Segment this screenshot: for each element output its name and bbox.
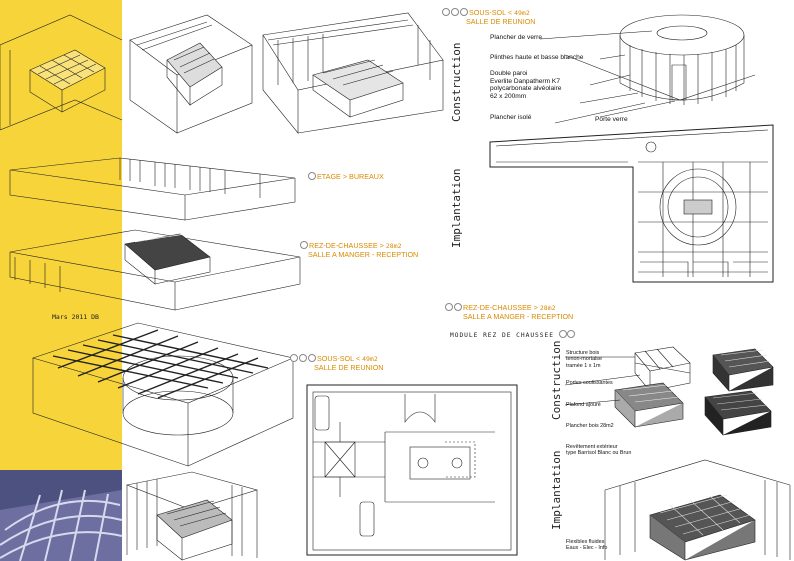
circle-marker-icon (451, 8, 459, 16)
label-rdc-right-line1: REZ-DE-CHAUSSEE > (463, 303, 538, 312)
axo-bottom-room (125, 471, 259, 561)
ann-plancher-verre: Plancher de verre (490, 34, 543, 41)
photo-render (0, 470, 122, 561)
cylinder-axo (539, 14, 756, 124)
circle-marker-icon (566, 330, 575, 338)
plan-sous-sol (306, 384, 518, 556)
label-sous-sol-top-line2: SALLE DE REUNION (466, 16, 536, 26)
label-etage: ETAGE > BUREAUX (308, 172, 384, 182)
ann-flexibles-2: Eaux - Elec - Info (566, 545, 608, 552)
label-rdc-left-line2: SALLE A MANGER - RECEPTION (308, 249, 419, 259)
ann-revetement-1: Revêtement extérieur (566, 444, 618, 450)
circle-marker-icon (300, 241, 308, 249)
ann-double-paroi-4: 62 x 200mm (490, 92, 527, 100)
circle-marker-icon (308, 354, 316, 362)
module-axo-set (564, 346, 774, 436)
ann-porte-verre: Porte verre (595, 116, 628, 123)
label-sous-sol-bottom-line2: SALLE DE REUNION (314, 362, 384, 372)
ann-flexibles: Flexibles fluides Eaux - Elec - Info (566, 539, 607, 552)
label-sous-sol-top: SOUS-SOL < 49m2 SALLE DE REUNION (442, 8, 536, 26)
module-title: MODULE REZ DE CHAUSSEE (450, 330, 575, 339)
module-implantation-axo (604, 459, 791, 561)
label-sous-sol-bottom-line1: SOUS-SOL < (317, 354, 361, 363)
circle-marker-icon (308, 172, 316, 180)
ann-flexibles-1: Flexibles fluides (566, 539, 605, 545)
label-sous-sol-top-area: 49m2 (514, 9, 530, 17)
axo-top-2 (129, 14, 253, 134)
ann-plafond: Plafond ajouré (566, 402, 601, 408)
label-rdc-right: REZ-DE-CHAUSSEE > 28m2 SALLE A MANGER - … (445, 303, 573, 321)
ann-plancher: Plancher bois 28m2 (566, 423, 614, 429)
photo-strip (0, 470, 122, 561)
ann-revetement: Revêtement extérieur type Barrisol Blanc… (566, 444, 631, 457)
ann-plancher-isole: Plancher isolé (490, 114, 532, 121)
section-construction-top: Construction (450, 42, 463, 122)
label-rdc-left: REZ-DE-CHAUSSEE > 28m2 SALLE A MANGER - … (300, 241, 418, 259)
circle-marker-icon (442, 8, 450, 16)
section-implantation-top: Implantation (450, 168, 463, 248)
axo-sous-sol (31, 322, 294, 467)
circle-marker-icon (290, 354, 298, 362)
ann-structure-1: Structure bois (566, 350, 600, 356)
circle-marker-icon (445, 303, 453, 311)
axo-top-3 (262, 12, 444, 134)
label-rdc-right-line2: SALLE A MANGER - RECEPTION (463, 311, 574, 321)
label-rdc-right-area: 28m2 (539, 304, 556, 312)
circle-marker-icon (558, 330, 567, 338)
ann-plinthes: Plinthes haute et basse blanche (490, 54, 584, 61)
ann-portes: Portes coulissantes (566, 380, 613, 386)
ann-structure-2: tenon-mortaise (566, 356, 602, 363)
section-construction-bottom: Construction (550, 340, 563, 420)
date-label: Mars 2011 DB (52, 313, 99, 321)
ann-structure: Structure bois tenon-mortaise tramée 1 x… (566, 350, 602, 369)
implantation-plan-top (489, 124, 774, 283)
ann-double-paroi-3: polycarbonate alvéolaire (490, 85, 562, 93)
label-sous-sol-bottom-area: 49m2 (362, 355, 378, 363)
label-sous-sol-top-line1: SOUS-SOL < (469, 8, 513, 17)
axo-topleft (0, 14, 123, 131)
label-etage-text: ETAGE > BUREAUX (317, 172, 384, 181)
ann-double-paroi: Double paroi Everlite Danpatherm K7 poly… (490, 70, 561, 100)
circle-marker-icon (460, 8, 468, 16)
ann-revetement-2: type Barrisol Blanc ou Brun (566, 450, 632, 457)
module-title-text: MODULE REZ DE CHAUSSEE (450, 332, 554, 339)
ann-double-paroi-2: Everlite Danpatherm K7 (490, 77, 561, 85)
circle-marker-icon (299, 354, 307, 362)
label-sous-sol-bottom: SOUS-SOL < 49m2 SALLE DE REUNION (290, 354, 384, 372)
section-implantation-bottom: Implantation (550, 450, 563, 530)
label-rdc-left-area: 28m2 (385, 242, 402, 250)
ann-structure-3: tramée 1 x 1m (566, 362, 601, 369)
circle-marker-icon (454, 303, 462, 311)
axo-rdc (9, 229, 301, 311)
ann-double-paroi-1: Double paroi (490, 70, 528, 77)
axo-etage (9, 157, 296, 221)
label-rdc-left-line1: REZ-DE-CHAUSSEE > (309, 241, 384, 250)
